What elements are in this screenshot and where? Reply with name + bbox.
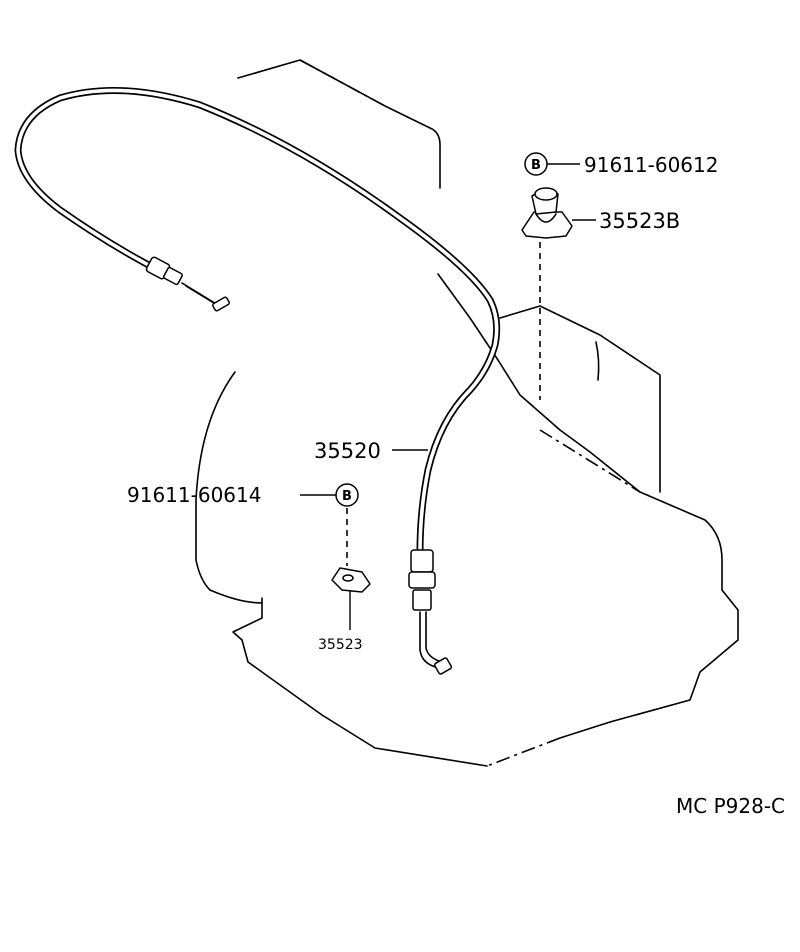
clamp-upper-label: 35523B bbox=[599, 209, 680, 233]
bolt-upper-marker-text: B bbox=[531, 158, 541, 173]
cable-label: 35520 bbox=[314, 439, 381, 463]
bolt-lower-label: 91611-60614 bbox=[127, 483, 261, 507]
clamp-lower-label: 35523 bbox=[318, 637, 363, 653]
bolt-lower-marker bbox=[335, 483, 359, 507]
clamp-upper: 35523B bbox=[521, 187, 680, 400]
bolt-lower: 91611-60614 B bbox=[127, 483, 359, 566]
cable-label-group: 35520 bbox=[314, 439, 428, 463]
clamp-lower: 35523 bbox=[318, 567, 371, 653]
figure-code: MC P928-C bbox=[676, 794, 785, 818]
bolt-lower-marker-text: B bbox=[342, 489, 352, 504]
transmission-outline bbox=[195, 59, 739, 767]
bolt-upper-label: 91611-60612 bbox=[584, 153, 718, 177]
cable-assembly bbox=[14, 87, 501, 675]
bolt-upper: B 91611-60612 bbox=[524, 152, 718, 177]
